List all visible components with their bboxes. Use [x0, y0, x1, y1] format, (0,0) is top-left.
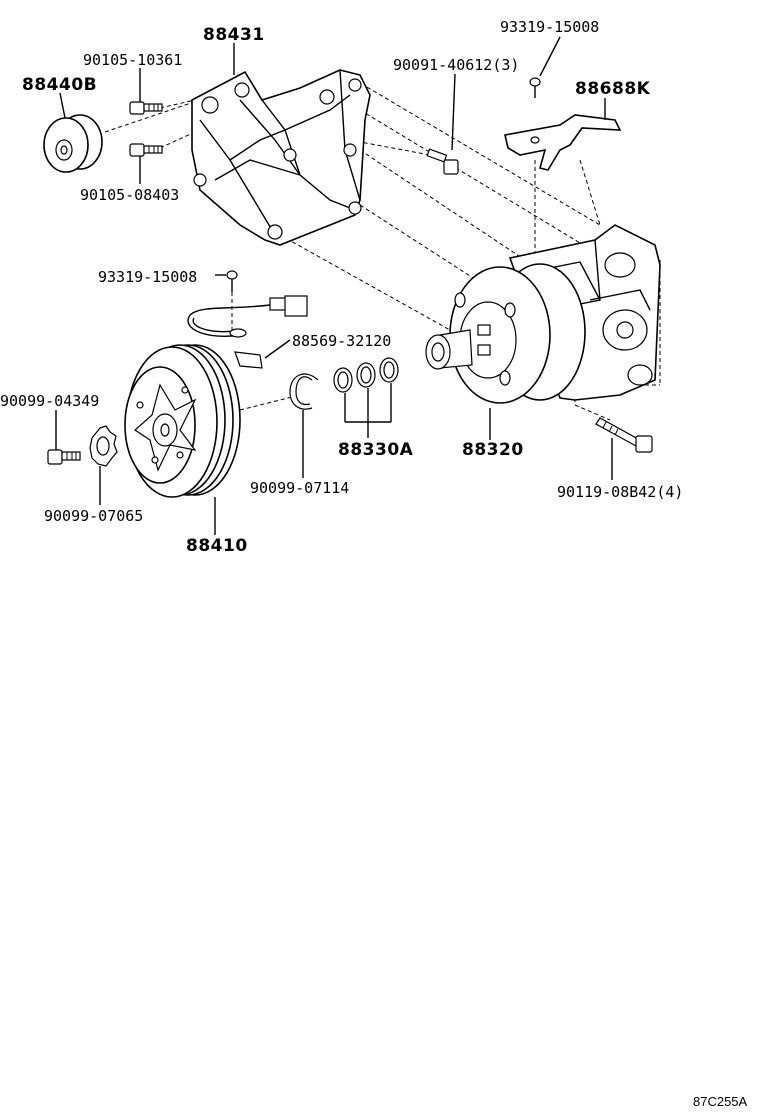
label-88688k: 88688K [575, 79, 651, 99]
label-90099-04349: 90099-04349 [0, 392, 99, 410]
label-93319-15008-mid: 93319-15008 [98, 268, 197, 286]
label-90099-07065: 90099-07065 [44, 507, 143, 525]
label-90105-10361: 90105-10361 [83, 51, 182, 69]
label-88410: 88410 [186, 536, 248, 556]
part-labels: 88431 90105-10361 88440B 90105-08403 933… [0, 18, 683, 556]
label-88431: 88431 [203, 25, 265, 45]
leader-lines [55, 36, 613, 535]
label-88320: 88320 [462, 440, 524, 460]
washer-90099-07065 [89, 425, 118, 467]
label-90099-07114: 90099-07114 [250, 479, 349, 497]
bracket-88688k [504, 114, 622, 171]
shims-88330a [333, 357, 399, 393]
compressor-bracket-88431 [191, 69, 371, 246]
label-88440b: 88440B [22, 75, 97, 95]
bolt-90105-08403 [129, 143, 163, 157]
screw-93319-15008-mid [226, 270, 238, 292]
label-88330a: 88330A [338, 440, 414, 460]
bolt-90091-40612 [426, 148, 459, 175]
wire-harness-88569-32120 [187, 295, 308, 369]
diagram-code: 87C255A [693, 1094, 748, 1109]
bolt-90119-08b42 [595, 417, 653, 453]
snap-ring-90099-07114 [289, 373, 319, 410]
magnet-clutch-88410 [124, 344, 241, 498]
label-90091-40612: 90091-40612(3) [393, 56, 519, 74]
compressor-88320 [425, 224, 661, 404]
bolt-90105-10361 [129, 101, 163, 115]
screw-93319-15008-top [529, 77, 541, 98]
label-88569-32120: 88569-32120 [292, 332, 391, 350]
label-90105-08403: 90105-08403 [80, 186, 179, 204]
idler-pulley-88440b [43, 114, 103, 173]
label-93319-15008-top: 93319-15008 [500, 18, 599, 36]
label-90119-08b42: 90119-08B42(4) [557, 483, 683, 501]
bolt-90099-04349 [47, 449, 81, 465]
